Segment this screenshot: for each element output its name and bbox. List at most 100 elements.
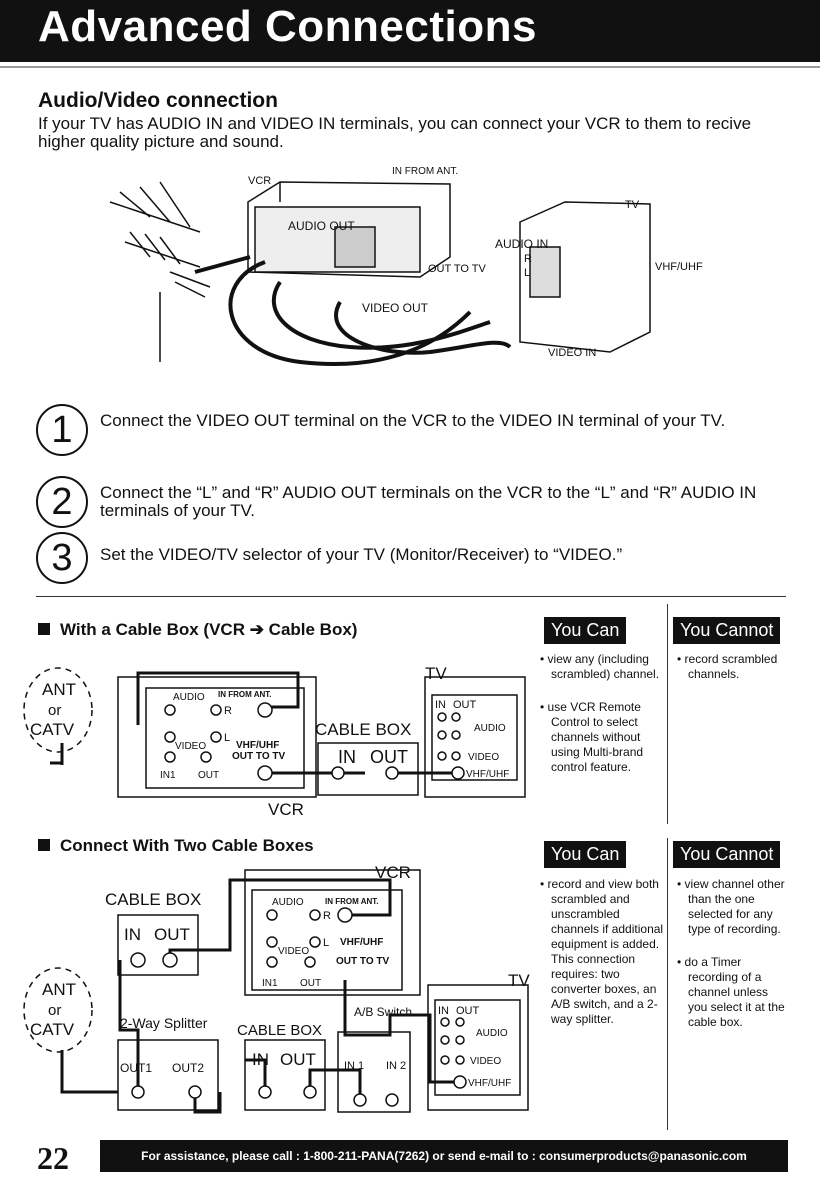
- label-vcr: VCR: [375, 863, 411, 882]
- you-can-tag-2: You Can: [544, 841, 627, 868]
- label-tv-vhf: VHF/UHF: [466, 769, 509, 780]
- cable-box-title: With a Cable Box (VCR ➔ Cable Box): [60, 620, 358, 639]
- label-out-2: OUT: [280, 1050, 316, 1069]
- you-can-list-1: • view any (including scrambled) channel…: [540, 652, 665, 793]
- label-vcr: VCR: [248, 175, 271, 187]
- list-item: • use VCR Remote Control to select chann…: [540, 700, 644, 774]
- label-out-big: OUT: [370, 747, 408, 767]
- step-text: Connect the VIDEO OUT terminal on the VC…: [100, 411, 726, 430]
- list-item: • view any (including scrambled) channel…: [540, 652, 660, 681]
- label-video: VIDEO: [278, 946, 309, 957]
- column-divider: [667, 838, 668, 1130]
- label-video-out: VIDEO OUT: [362, 301, 429, 315]
- page-number: 22: [37, 1140, 69, 1176]
- label-vhf-uhf: VHF/UHF: [236, 740, 279, 751]
- header-rule: [0, 66, 820, 68]
- label-r: R: [524, 253, 532, 265]
- label-or: or: [48, 702, 61, 719]
- label-l: L: [524, 267, 530, 279]
- label-tv-audio: AUDIO: [476, 1028, 508, 1039]
- label-l: L: [224, 732, 230, 744]
- step-number: 2: [36, 476, 88, 528]
- label-catv: CATV: [30, 720, 75, 739]
- label-in-from-ant: IN FROM ANT.: [218, 690, 271, 699]
- bullet-square-icon: [38, 623, 50, 635]
- label-vhf-uhf: VHF/UHF: [655, 261, 703, 273]
- label-audio: AUDIO: [173, 692, 205, 703]
- label-cable-box: CABLE BOX: [315, 720, 411, 739]
- label-out: OUT: [198, 770, 219, 781]
- av-connection-diagram: VCR IN FROM ANT. AUDIO OUT OUT TO TV VID…: [109, 166, 703, 366]
- label-out-small: OUT: [300, 978, 321, 989]
- label-tv-audio: AUDIO: [474, 723, 506, 734]
- page-header: Advanced Connections: [0, 0, 820, 62]
- label-splitter: 2-Way Splitter: [120, 1015, 208, 1031]
- label-out-to-tv: OUT TO TV: [428, 263, 487, 275]
- label-in-from-ant: IN FROM ANT.: [325, 897, 378, 906]
- label-ab-in2: IN 2: [386, 1060, 406, 1072]
- label-tv: TV: [625, 199, 640, 211]
- you-cannot-list-2: • view channel other than the one select…: [677, 877, 787, 1048]
- label-in-from-ant: IN FROM ANT.: [392, 166, 458, 177]
- cable-box-heading: With a Cable Box (VCR ➔ Cable Box): [38, 620, 357, 640]
- label-audio-out: AUDIO OUT: [288, 219, 355, 233]
- you-cannot-tag-1: You Cannot: [673, 617, 781, 644]
- list-item: • record and view both scrambled and uns…: [540, 877, 664, 1026]
- you-can-tag-1: You Can: [544, 617, 627, 644]
- cable-box-diagram: ANT or CATV AUDIO IN FROM ANT. R L VIDEO…: [23, 664, 526, 819]
- step-number: 3: [36, 532, 88, 584]
- two-boxes-heading: Connect With Two Cable Boxes: [38, 836, 314, 856]
- label-in: IN: [124, 925, 141, 944]
- label-tv-in: IN: [435, 699, 446, 711]
- label-in-2: IN: [252, 1050, 269, 1069]
- label-cable-box-1: CABLE BOX: [105, 890, 201, 909]
- label-out-to-tv: OUT TO TV: [232, 751, 285, 762]
- label-ab-in1: IN 1: [344, 1060, 364, 1072]
- you-can-list-2: • record and view both scrambled and uns…: [540, 877, 665, 1045]
- label-out2: OUT2: [172, 1061, 204, 1075]
- assistance-bar: For assistance, please call : 1-800-211-…: [100, 1140, 788, 1172]
- you-cannot-tag-2: You Cannot: [673, 841, 781, 868]
- label-vhf-uhf: VHF/UHF: [340, 937, 383, 948]
- label-in1: IN1: [160, 770, 176, 781]
- label-r: R: [323, 910, 331, 922]
- label-vcr: VCR: [268, 800, 304, 819]
- label-l: L: [323, 937, 329, 949]
- step-text: Connect the “L” and “R” AUDIO OUT termin…: [100, 483, 757, 520]
- label-out: OUT: [154, 925, 190, 944]
- label-or: or: [48, 1002, 61, 1019]
- label-tv: TV: [425, 664, 447, 683]
- label-video: VIDEO: [175, 741, 206, 752]
- two-boxes-title: Connect With Two Cable Boxes: [60, 836, 314, 855]
- label-ab-switch: A/B Switch: [354, 1005, 412, 1019]
- step-text: Set the VIDEO/TV selector of your TV (Mo…: [100, 545, 623, 564]
- list-item: • record scrambled channels.: [677, 652, 778, 681]
- step-number: 1: [36, 404, 88, 456]
- label-r: R: [224, 705, 232, 717]
- bullet-square-icon: [38, 839, 50, 851]
- list-item: • do a Timer recording of a channel unle…: [677, 955, 785, 1029]
- label-ant: ANT: [42, 980, 76, 999]
- cables: [194, 255, 512, 366]
- label-tv-vhf: VHF/UHF: [468, 1078, 511, 1089]
- label-out-to-tv: OUT TO TV: [336, 956, 389, 967]
- two-boxes-diagram: VCR CABLE BOX IN OUT AUDIO IN FROM ANT. …: [23, 863, 530, 1114]
- label-cable-box-2: CABLE BOX: [237, 1022, 322, 1039]
- label-tv-video: VIDEO: [468, 752, 499, 763]
- section-title: Audio/Video connection: [38, 89, 278, 112]
- label-tv-video: VIDEO: [470, 1056, 501, 1067]
- label-audio-in: AUDIO IN: [495, 237, 548, 251]
- list-item: • view channel other than the one select…: [677, 877, 785, 936]
- label-tv-out: OUT: [456, 1005, 480, 1017]
- label-tv: TV: [508, 971, 530, 990]
- label-out1: OUT1: [120, 1061, 152, 1075]
- label-tv-out: OUT: [453, 699, 477, 711]
- label-in: IN: [338, 747, 356, 767]
- label-video-in: VIDEO IN: [548, 347, 596, 359]
- you-cannot-list-1: • record scrambled channels.: [677, 652, 787, 700]
- section-divider: [36, 596, 786, 597]
- section-intro: If your TV has AUDIO IN and VIDEO IN ter…: [38, 114, 752, 151]
- label-audio: AUDIO: [272, 897, 304, 908]
- tv-illustration: [519, 201, 651, 353]
- label-in1: IN1: [262, 978, 278, 989]
